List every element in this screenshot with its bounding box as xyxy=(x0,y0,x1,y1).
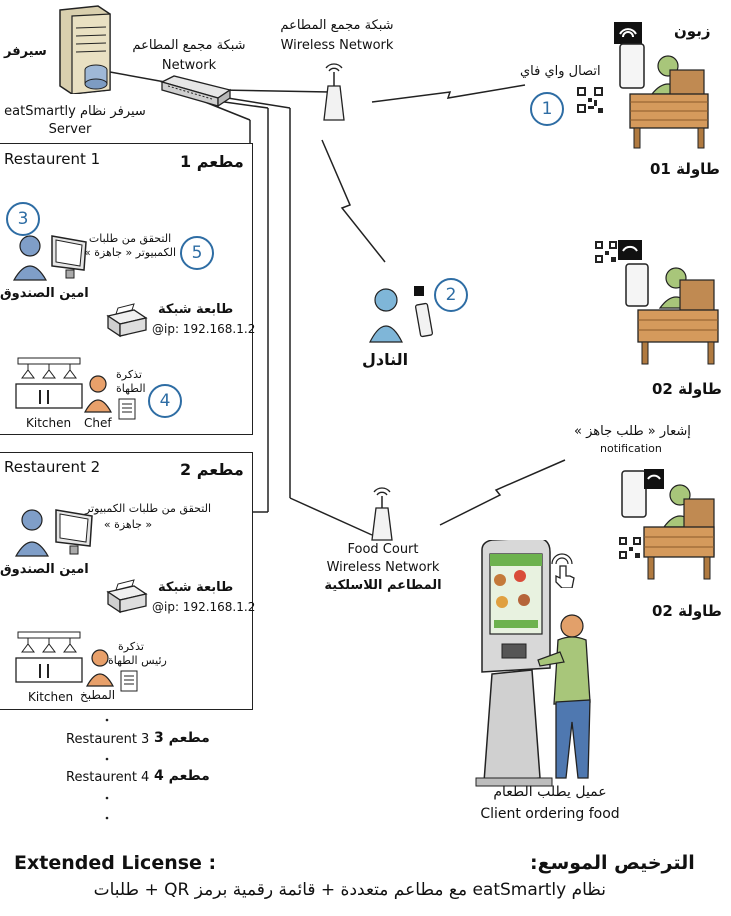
restaurant-2-title-ar: مطعم 2 xyxy=(180,460,244,479)
server-icon xyxy=(59,5,111,94)
step-badge-5: 5 xyxy=(180,236,214,270)
table-02-label: طاولة 02 xyxy=(652,380,722,398)
ticket-label-r1-line1: تذكرة xyxy=(116,368,142,381)
cashier-computer-icon xyxy=(14,509,93,557)
table-01-illustration xyxy=(614,22,709,149)
check-orders-label-r2-line1: التحقق من طلبات الكمبيوتر xyxy=(84,502,212,515)
ticket-label-r2-line2: رئيس الطهاة xyxy=(108,654,167,667)
network-printer-icon xyxy=(106,579,148,614)
notification-label-ar: إشعار « طلب جاهز » xyxy=(574,424,691,439)
ticket-icon xyxy=(118,398,136,420)
kitchen-label-r2: Kitchen xyxy=(28,690,74,704)
wifi-connection-label: اتصال واي فاي xyxy=(520,64,601,79)
printer-label-r1: طابعة شبكة xyxy=(158,302,234,317)
restaurant-4-ar: مطعم 4 xyxy=(154,768,210,784)
network-printer-icon xyxy=(106,303,148,338)
network-label-ar: شبكة مجمع المطاعم xyxy=(132,38,246,53)
touch-hand-icon xyxy=(551,553,575,588)
waiter-label: النادل xyxy=(362,350,409,369)
qr-code-icon xyxy=(576,86,604,114)
network-label-en: Network xyxy=(161,58,217,73)
table-02-illustration xyxy=(618,240,719,365)
table-02b-label: طاولة 02 xyxy=(652,602,722,620)
self-order-kiosk-illustration xyxy=(475,540,591,787)
restaurant-3-en: Restaurent 3 xyxy=(66,732,150,747)
food-court-label: Food Court xyxy=(347,542,419,557)
cashier-label-r1: امين الصندوق xyxy=(0,286,89,301)
restaurant-4-en: Restaurent 4 xyxy=(66,770,150,785)
customer-label: زبون xyxy=(674,22,711,40)
restaurant-2-title-en: Restaurent 2 xyxy=(4,458,101,476)
step-badge-3: 3 xyxy=(6,202,40,236)
qr-code-icon xyxy=(618,536,642,560)
food-court-network-label-ar: المطاعم اللاسلكية xyxy=(324,578,442,593)
printer-label-r2: طابعة شبكة xyxy=(158,580,234,595)
qr-code-icon xyxy=(594,240,618,264)
chef-icon xyxy=(84,375,112,413)
cashier-computer-icon xyxy=(12,235,87,281)
kitchen-icon xyxy=(15,357,83,409)
server-label: سيرفر xyxy=(4,44,47,59)
kitchen-icon xyxy=(15,631,83,683)
license-description: نظام eatSmartly مع مطاعم متعددة + قائمة … xyxy=(93,880,606,900)
cashier-label-r2: امين الصندوق xyxy=(0,562,89,577)
restaurant-3-ar: مطعم 3 xyxy=(154,730,210,746)
wireless-access-point-icon xyxy=(371,487,393,541)
ticket-label-r2-line1: تذكرة xyxy=(118,640,144,653)
restaurant-1-title-en: Restaurent 1 xyxy=(4,150,101,168)
client-label-ar: عميل يطلب الطعام xyxy=(493,784,607,800)
kitchen-label-r1: Kitchen xyxy=(26,416,72,430)
license-title-en: Extended License : xyxy=(14,852,217,874)
printer-ip-r2: @ip: 192.168.1.2 xyxy=(152,600,256,614)
check-orders-label-r1-line2: الكمبيوتر « جاهزة » xyxy=(83,246,177,259)
wireless-top-label-ar: شبكة مجمع المطاعم xyxy=(280,18,394,33)
client-label-en: Client ordering food xyxy=(480,806,620,822)
wireless-top-label-en: Wireless Network xyxy=(280,38,394,53)
step-badge-4: 4 xyxy=(148,384,182,418)
step-badge-1: 1 xyxy=(530,92,564,126)
printer-ip-r1: @ip: 192.168.1.2 xyxy=(152,322,256,336)
ticket-label-r1-line2: الطهاة xyxy=(116,382,146,395)
chef-icon xyxy=(86,649,114,687)
chef-label-r1: Chef xyxy=(84,416,112,430)
step-badge-2: 2 xyxy=(434,278,468,312)
notification-label-en: notification xyxy=(600,442,662,455)
restaurant-1-title-ar: مطعم 1 xyxy=(180,152,244,171)
food-court-network-label: Wireless Network xyxy=(326,560,440,575)
server-caption-en: Server xyxy=(48,122,92,137)
check-orders-label-r1-line1: التحقق من طلبات xyxy=(88,232,172,245)
kitchen-label-r2-ar: المطبخ xyxy=(80,688,116,702)
table-01-label: طاولة 01 xyxy=(650,160,720,178)
check-orders-label-r2-line2: « جاهزة » xyxy=(103,518,153,531)
wireless-access-point-icon xyxy=(323,63,345,121)
license-title-ar: الترخيص الموسع: xyxy=(530,852,695,874)
table-02b-illustration xyxy=(621,469,715,580)
waiter-icon xyxy=(369,286,434,343)
server-caption-ar: سيرفر نظام eatSmartly xyxy=(4,104,146,119)
network-switch-icon xyxy=(160,75,232,108)
ticket-icon xyxy=(120,670,138,692)
